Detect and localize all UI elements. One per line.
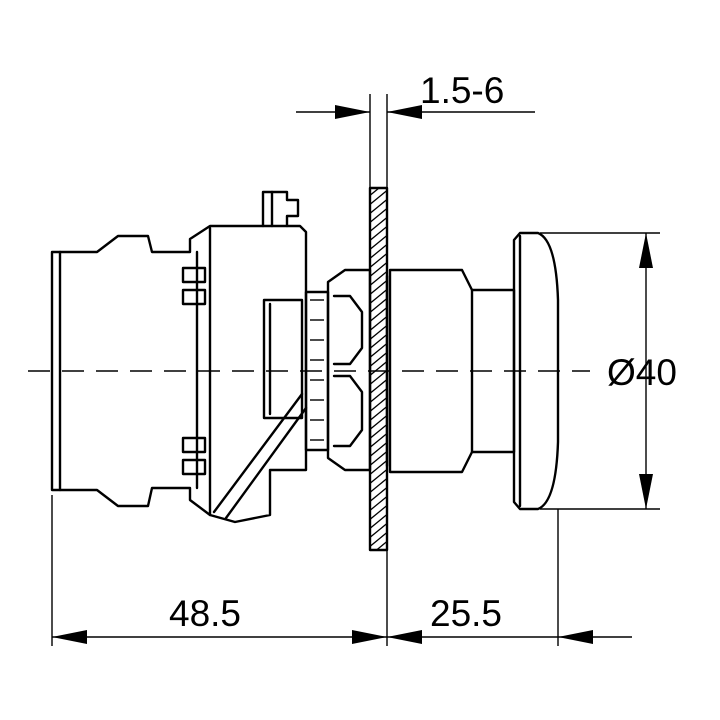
panel-hatch-line (375, 540, 387, 550)
length-dimensions: 48.5 25.5 (51, 495, 632, 646)
panel-hatch-line (370, 252, 387, 269)
panel-hatch-line (370, 486, 387, 503)
panel-hatch-line (370, 225, 387, 242)
panel-hatch-line (370, 279, 387, 296)
panel-hatch-line (370, 396, 387, 413)
panel-hatch-line (370, 477, 387, 494)
panel-hatch-line (370, 432, 387, 449)
panel-hatch-line (370, 369, 387, 386)
panel-hatch-line (370, 504, 387, 521)
front-length-label: 25.5 (430, 593, 502, 634)
panel-hatch-line (370, 188, 381, 197)
panel-hatch-line (370, 351, 387, 368)
mounting-panel (368, 186, 389, 552)
panel-hatch-line (370, 522, 387, 539)
panel-hatch-line (370, 288, 387, 305)
panel-hatch-line (370, 198, 387, 215)
panel-thickness-label: 1.5-6 (420, 70, 504, 111)
panel-hatch-line (370, 207, 387, 224)
panel-hatch-line (370, 315, 387, 332)
panel-hatch-line (370, 414, 387, 431)
panel-hatch-line (370, 441, 387, 458)
panel-hatch-line (370, 495, 387, 512)
contact-block (50, 190, 308, 524)
panel-hatch-line (370, 297, 387, 314)
panel-hatch-line (370, 459, 387, 476)
diameter-dimension: Ø40 (540, 232, 677, 510)
panel-hatch-line (370, 387, 387, 404)
panel-hatch-line (370, 342, 387, 359)
panel-hatch-line (370, 270, 387, 287)
panel-hatch-line (370, 423, 387, 440)
panel-hatch-line (370, 261, 387, 278)
mushroom-head (388, 231, 560, 511)
panel-hatch-line (370, 306, 387, 323)
panel-hatch-line (370, 468, 387, 485)
panel-hatch-line (370, 189, 387, 206)
panel-hatch-line (370, 378, 387, 395)
panel-hatch-line (370, 360, 387, 377)
panel-hatch-line (370, 216, 387, 233)
diameter-label: Ø40 (607, 352, 677, 393)
panel-thickness-dimension: 1.5-6 (296, 70, 535, 188)
panel-hatch-line (370, 243, 387, 260)
panel-hatch-line (370, 405, 387, 422)
panel-hatch-line (370, 450, 387, 467)
panel-hatch-line (370, 324, 387, 341)
panel-hatch-line (370, 513, 387, 530)
panel-hatch-line (370, 531, 387, 548)
rear-length-label: 48.5 (169, 593, 241, 634)
panel-hatch-line (370, 333, 387, 350)
panel-hatch-line (370, 234, 387, 251)
